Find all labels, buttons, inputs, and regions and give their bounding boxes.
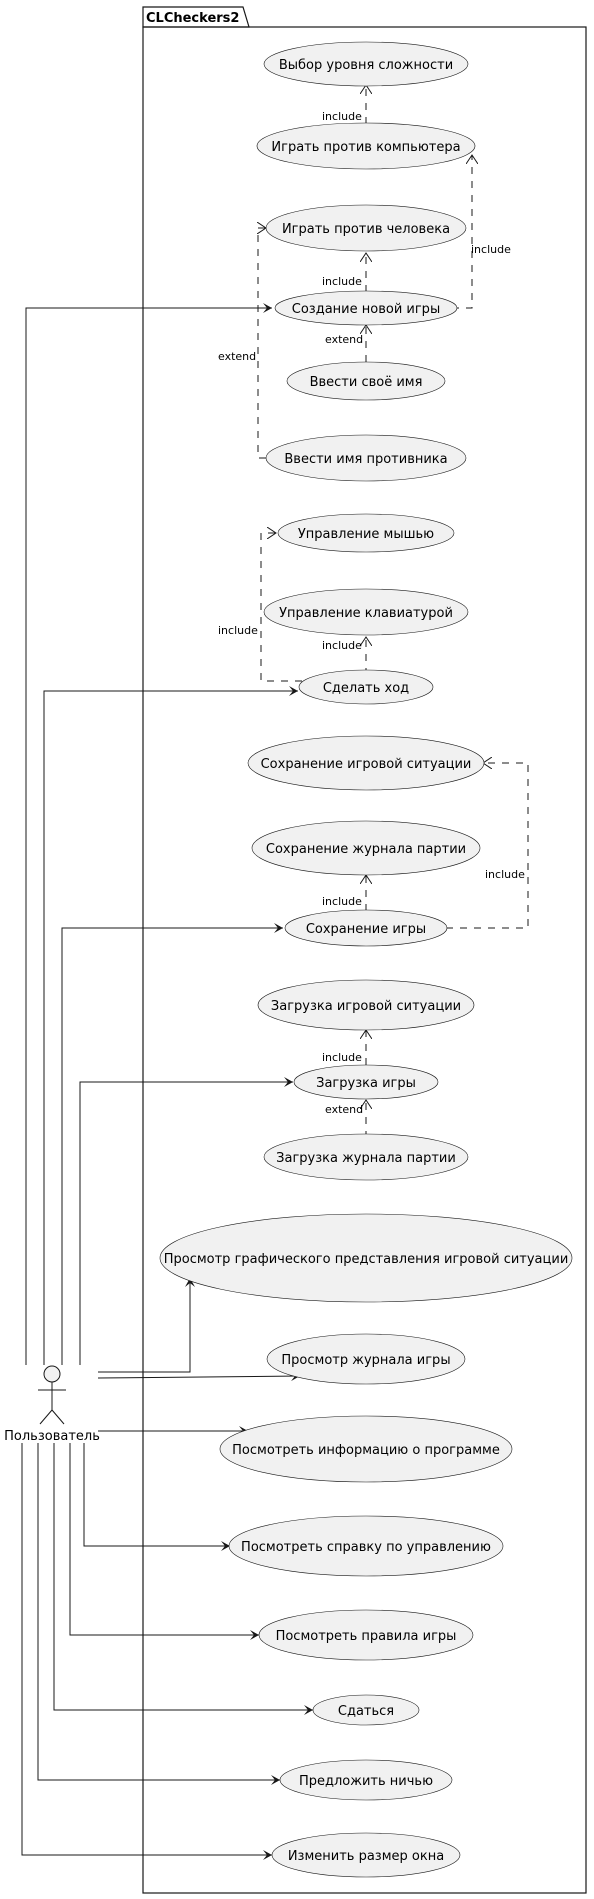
actor-name: Пользователь (4, 1429, 100, 1444)
usecase-load-situation[interactable]: Загрузка игровой ситуации (257, 979, 475, 1031)
usecase-label: Сдаться (338, 1704, 394, 1719)
usecase-mouse-control[interactable]: Управление мышью (277, 513, 455, 553)
usecase-label: Сохранение журнала партии (266, 842, 466, 857)
usecase-label: Сохранение игры (306, 922, 426, 937)
usecase-vs-computer[interactable]: Играть против компьютера (256, 122, 476, 170)
include-label-load-situation: include (322, 1051, 362, 1064)
assoc-controls-help (83, 1443, 230, 1551)
usecase-rules[interactable]: Посмотреть правила игры (258, 1609, 474, 1661)
dependencies: include include include extend extend in… (218, 85, 529, 1138)
include-label-vs-human: include (322, 275, 362, 288)
usecase-label: Ввести своё имя (310, 375, 423, 390)
actor-user: Пользователь (4, 1365, 100, 1444)
usecase-label: Просмотр журнала игры (281, 1353, 450, 1368)
usecase-enter-opponent-name[interactable]: Ввести имя противника (265, 434, 467, 482)
usecase-label: Ввести имя противника (284, 452, 447, 467)
usecase-save-situation[interactable]: Сохранение игровой ситуации (247, 735, 485, 791)
usecase-label: Загрузка журнала партии (276, 1151, 456, 1166)
include-label-vs-computer: include (471, 243, 511, 256)
extend-label-own-name: extend (325, 333, 363, 346)
usecase-enter-own-name[interactable]: Ввести своё имя (286, 361, 446, 401)
assoc-make-move (43, 686, 298, 1365)
usecase-label: Создание новой игры (292, 302, 440, 317)
usecase-label: Посмотреть справку по управлению (241, 1540, 491, 1555)
usecase-label: Управление мышью (298, 527, 434, 542)
usecase-keyboard-control[interactable]: Управление клавиатурой (263, 588, 469, 636)
usecase-label: Загрузка игровой ситуации (271, 999, 461, 1014)
usecase-label: Предложить ничью (299, 1774, 433, 1789)
include-label-keyboard-control: include (322, 639, 362, 652)
usecase-load-log[interactable]: Загрузка журнала партии (263, 1133, 469, 1181)
assoc-save-game (61, 923, 283, 1365)
include-save-situation (446, 763, 529, 929)
include-mouse-control (260, 533, 302, 682)
usecase-label: Сделать ход (323, 681, 409, 696)
usecase-difficulty[interactable]: Выбор уровня сложности (263, 41, 469, 87)
actor-head (43, 1365, 61, 1383)
usecase-save-game[interactable]: Сохранение игры (284, 909, 448, 947)
usecase-save-log[interactable]: Сохранение журнала партии (251, 820, 481, 876)
usecase-label: Играть против человека (282, 222, 450, 237)
usecase-view-log[interactable]: Просмотр журнала игры (266, 1333, 466, 1385)
usecase-label: Выбор уровня сложности (279, 58, 453, 73)
include-label-save-log: include (322, 895, 362, 908)
usecase-label: Посмотреть информацию о программе (232, 1443, 500, 1458)
assoc-view-log (97, 1371, 301, 1382)
include-label-difficulty: include (322, 110, 362, 123)
usecase-resize-window[interactable]: Изменить размер окна (271, 1832, 461, 1878)
package-clcheckers2: CLCheckers2 (142, 6, 587, 1894)
extend-label-load-log: extend (325, 1103, 363, 1116)
usecase-offer-draw[interactable]: Предложить ничью (279, 1759, 453, 1801)
usecase-load-game[interactable]: Загрузка игры (293, 1064, 439, 1100)
assoc-view-graphics (98, 1278, 195, 1373)
usecase-surrender[interactable]: Сдаться (312, 1694, 420, 1726)
assoc-new-game (25, 303, 272, 1365)
usecase-label: Играть против компьютера (271, 140, 460, 155)
extend-label-opponent-name: extend (218, 350, 256, 363)
usecase-label: Посмотреть правила игры (276, 1629, 457, 1644)
usecase-about[interactable]: Посмотреть информацию о программе (219, 1415, 513, 1483)
usecase-vs-human[interactable]: Играть против человека (265, 204, 467, 252)
usecase-label: Загрузка игры (316, 1076, 416, 1091)
usecase-make-move[interactable]: Сделать ход (298, 669, 434, 705)
assoc-resize-window (21, 1443, 272, 1860)
assoc-surrender (53, 1443, 313, 1715)
include-label-save-situation: include (485, 868, 525, 881)
use-cases: Выбор уровня сложности Играть против ком… (159, 41, 573, 1878)
assoc-offer-draw (37, 1443, 280, 1785)
include-label-mouse-control: include (218, 624, 258, 637)
package-title: CLCheckers2 (146, 11, 239, 26)
actor-associations (21, 303, 313, 1860)
usecase-new-game[interactable]: Создание новой игры (274, 290, 458, 326)
actor-right-leg (51, 1409, 65, 1425)
usecase-label: Управление клавиатурой (279, 606, 453, 621)
include-vs-computer (452, 155, 472, 309)
usecase-label: Сохранение игровой ситуации (261, 757, 472, 772)
actor-left-leg (39, 1409, 53, 1425)
usecase-controls-help[interactable]: Посмотреть справку по управлению (228, 1515, 504, 1577)
usecase-label: Просмотр графического представления игро… (164, 1252, 569, 1267)
package-frame (142, 26, 587, 1894)
assoc-rules (69, 1443, 259, 1640)
assoc-load-game (79, 1077, 293, 1365)
usecase-view-graphics[interactable]: Просмотр графического представления игро… (159, 1213, 573, 1303)
usecase-label: Изменить размер окна (288, 1849, 444, 1864)
extend-opponent-name (258, 228, 266, 459)
